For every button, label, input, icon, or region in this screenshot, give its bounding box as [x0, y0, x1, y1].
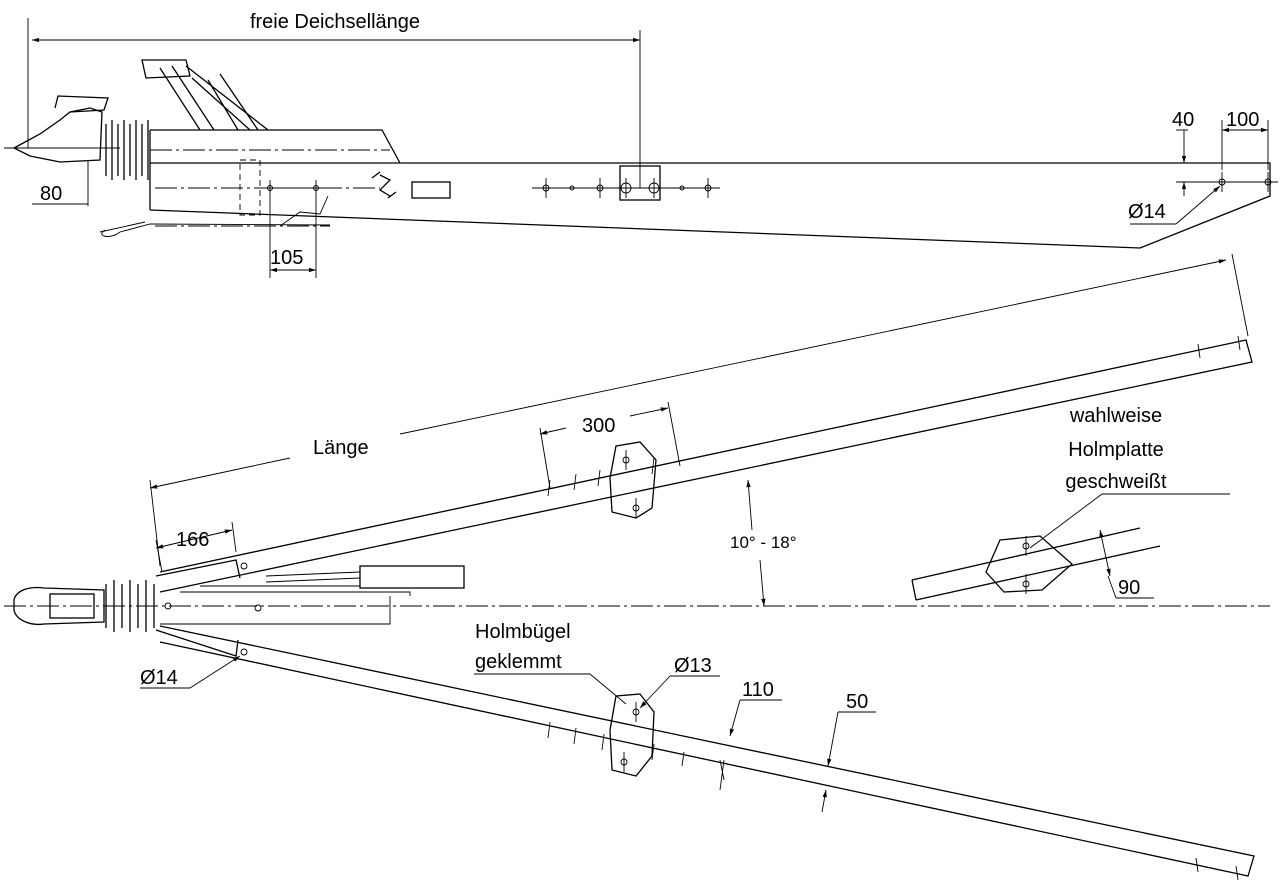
svg-text:Holmplatte: Holmplatte [1068, 439, 1164, 461]
dim-80: 80 [32, 160, 89, 206]
lever-linkage [160, 571, 411, 625]
handbrake-lever [159, 65, 259, 131]
dim-40: 40 [1172, 109, 1200, 196]
dim-166: 166 [155, 521, 237, 573]
svg-text:300: 300 [582, 415, 615, 437]
label-free-drawbar-length: freie Deichsellänge [250, 11, 420, 33]
dim-angle: 10° - 18° [730, 479, 797, 607]
drawbar-holes [260, 165, 1278, 201]
welded-plate-callout: wahlweise Holmplatte geschweißt [1029, 405, 1230, 549]
upper-beam [159, 339, 1253, 593]
svg-text:100: 100 [1226, 109, 1259, 131]
housing-hole-3 [240, 648, 248, 656]
coupling-head [12, 107, 103, 163]
svg-text:90: 90 [1118, 577, 1140, 599]
upper-clamp-plate [609, 441, 657, 519]
logo-icon [371, 171, 397, 199]
coupling-housing-top [155, 559, 241, 657]
hand-lever-top [359, 565, 465, 589]
dim-50: 50 [821, 691, 876, 813]
svg-text:110: 110 [742, 679, 774, 701]
bellows-top [105, 580, 155, 632]
lower-clamp-plate [609, 693, 655, 777]
coupling-block [49, 593, 95, 619]
svg-text:40: 40 [1172, 109, 1194, 131]
dia-13: Ø13 [639, 655, 720, 709]
side-view: freie Deichsellänge [4, 11, 1278, 278]
svg-text:10° - 18°: 10° - 18° [730, 533, 797, 552]
dia-14-bottom: Ø14 [140, 655, 241, 689]
svg-text:Länge: Länge [313, 437, 369, 459]
coupling-housing [149, 129, 401, 210]
safety-cable-hook [279, 195, 329, 227]
drawbar-profile [149, 162, 1271, 249]
welded-plate [985, 535, 1073, 593]
handbrake-grip [141, 59, 191, 79]
svg-text:Ø14: Ø14 [1128, 201, 1166, 223]
dim-100: 100 [1221, 109, 1269, 170]
upper-clamp-holes [622, 450, 640, 518]
coupling-head-top [13, 586, 105, 626]
coupling-handle [54, 95, 109, 113]
svg-text:wahlweise: wahlweise [1069, 405, 1162, 427]
svg-text:Holmbügel: Holmbügel [475, 621, 571, 643]
handbrake-arm [185, 65, 269, 131]
svg-text:50: 50 [846, 691, 868, 713]
beam-ticks [547, 335, 1241, 881]
housing-hole-1 [240, 562, 248, 570]
svg-text:105: 105 [270, 247, 303, 269]
svg-text:geschweißt: geschweißt [1065, 471, 1167, 493]
dim-105: 105 [269, 196, 317, 278]
svg-text:Ø13: Ø13 [674, 655, 712, 677]
svg-text:166: 166 [176, 529, 209, 551]
top-view: Länge 300 166 10° - 18° wahlweise Holmpl… [4, 253, 1270, 881]
slot [411, 181, 451, 199]
bellows [105, 120, 149, 180]
lower-beam [159, 625, 1255, 877]
safety-cable [99, 221, 331, 237]
welded-plate-holes [1022, 536, 1030, 594]
dim-90: 90 [1099, 529, 1154, 599]
dia-14-top: Ø14 [1128, 185, 1221, 225]
lower-clamp-holes [620, 702, 640, 772]
dim-300: 300 [539, 401, 681, 489]
svg-text:geklemmt: geklemmt [475, 651, 562, 673]
clamp-bracket-callout: Holmbügel geklemmt [474, 621, 627, 705]
dim-110: 110 [719, 679, 782, 791]
housing-hole-2 [254, 604, 262, 612]
housing-hole-4 [164, 602, 172, 610]
svg-text:Ø14: Ø14 [140, 667, 178, 689]
inner-box [239, 159, 261, 216]
svg-text:80: 80 [40, 183, 62, 205]
